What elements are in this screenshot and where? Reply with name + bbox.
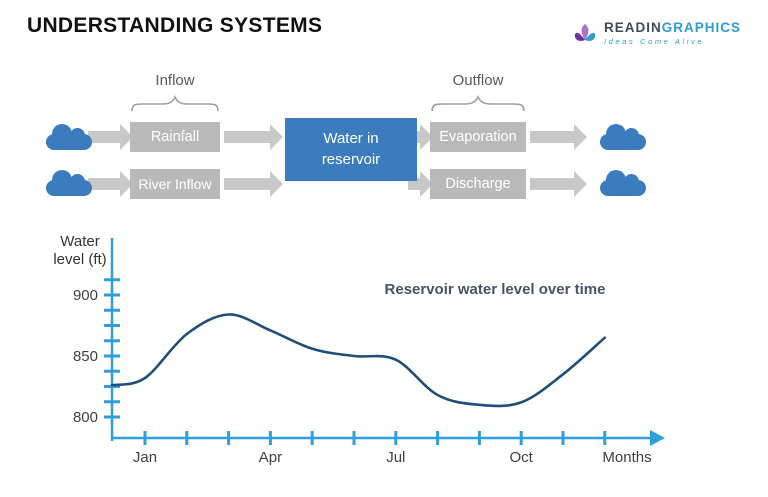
flow-arrow-icon: [530, 124, 587, 150]
node-rainfall: Rainfall: [130, 122, 220, 152]
node-river-inflow: River Inflow: [130, 169, 220, 199]
x-tick-label: Oct: [510, 449, 534, 466]
cloud-icon: [44, 168, 94, 198]
node-evaporation: Evaporation: [430, 122, 526, 152]
logo-butterfly-icon: [574, 24, 596, 41]
outflow-label: Outflow: [452, 72, 504, 89]
inflow-brace-icon: [131, 95, 219, 112]
cloud-icon: [598, 122, 648, 152]
page-title: UNDERSTANDING SYSTEMS: [27, 14, 323, 37]
flow-arrow-icon: [224, 171, 283, 197]
x-tick-label: Jan: [133, 449, 157, 466]
flow-arrow-icon: [408, 171, 433, 197]
water-level-line: [110, 313, 607, 408]
x-tick-label: Apr: [259, 449, 282, 466]
flow-arrow-icon: [88, 124, 133, 150]
node-discharge: Discharge: [430, 169, 526, 199]
y-axis-label: Water: [60, 233, 99, 250]
flow-arrow-icon: [224, 124, 283, 150]
y-axis-label: level (ft): [53, 251, 106, 268]
y-tick-label: 900: [73, 287, 98, 304]
logo-brand-text: READINGRAPHICS: [604, 20, 742, 35]
chart-title: Reservoir water level over time: [385, 281, 606, 298]
cloud-icon: [44, 122, 94, 152]
cloud-icon: [598, 168, 648, 198]
inflow-label: Inflow: [155, 72, 195, 89]
readinggraphics-logo: READINGRAPHICS Ideas Come Alive: [572, 20, 741, 46]
logo-tagline: Ideas Come Alive: [604, 37, 705, 46]
flow-arrow-icon: [88, 171, 133, 197]
x-axis-label: Months: [602, 449, 651, 466]
flow-arrow-icon: [530, 171, 587, 197]
x-tick-label: Jul: [386, 449, 405, 466]
system-flow-diagram: Inflow Outflow Rainfall River Inflow Wat…: [0, 0, 768, 230]
node-water-in-reservoir: Water in reservoir: [285, 118, 417, 181]
y-tick-label: 850: [73, 348, 98, 365]
outflow-brace-icon: [431, 95, 525, 112]
x-axis-arrow-icon: [650, 430, 665, 446]
y-tick-label: 800: [73, 409, 98, 426]
